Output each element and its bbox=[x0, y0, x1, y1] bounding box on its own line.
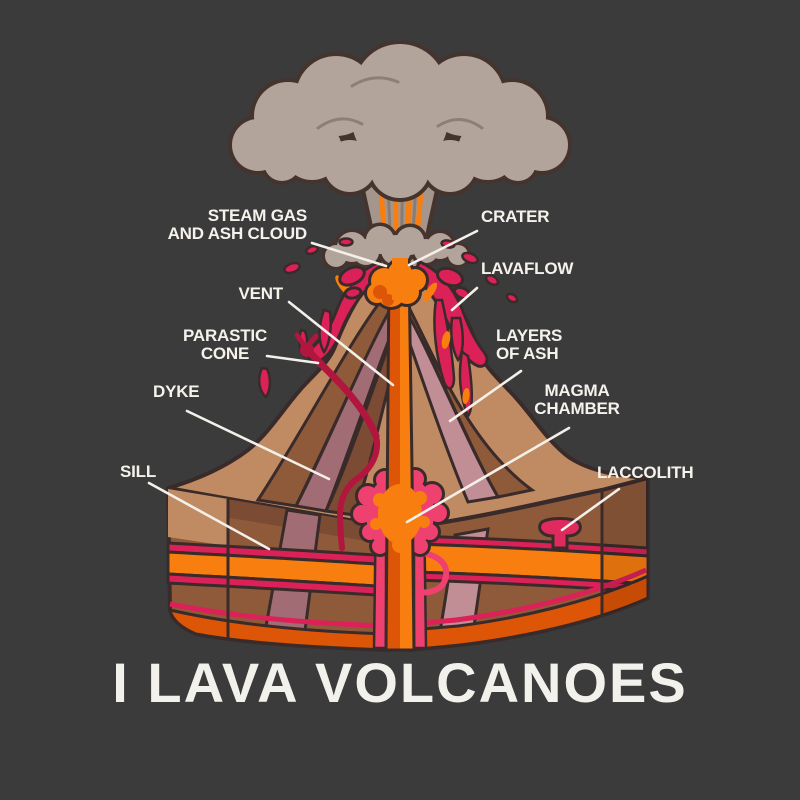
leader-crater bbox=[407, 229, 479, 267]
parasitic-cone bbox=[294, 332, 380, 440]
cloud-detail-lines bbox=[316, 76, 484, 130]
leader-steam-gas-ash-cloud bbox=[310, 241, 388, 268]
cone-band-mauve-right bbox=[394, 297, 501, 504]
label-vent: VENT bbox=[238, 284, 283, 303]
leader-laccolith bbox=[560, 487, 621, 532]
leader-magma-chamber bbox=[405, 426, 571, 524]
label-steam-gas-and-ash-cloud: STEAM GAS AND ASH CLOUD bbox=[167, 206, 308, 244]
base-puff-cloud bbox=[321, 222, 472, 271]
leader-lines bbox=[147, 229, 621, 551]
laccolith-intrusion bbox=[538, 517, 582, 550]
leader-dyke bbox=[185, 409, 331, 481]
leader-lavaflow bbox=[450, 286, 479, 312]
label-parastic-cone: PARASTIC CONE bbox=[182, 326, 268, 364]
label-laccolith: LACCOLITH bbox=[597, 463, 694, 482]
label-lavaflow: LAVAFLOW bbox=[481, 259, 574, 278]
vent-conduit bbox=[384, 266, 416, 652]
underground-left-block bbox=[166, 433, 393, 652]
cone-band-mauve-left bbox=[293, 293, 406, 513]
poster-title: I LAVA VOLCANOES bbox=[112, 651, 688, 714]
lava-splashes bbox=[283, 237, 519, 304]
leader-parastic-cone bbox=[265, 354, 320, 365]
underground-right-block bbox=[407, 476, 650, 652]
ash-cloud bbox=[228, 40, 572, 202]
label-crater: CRATER bbox=[481, 207, 550, 226]
label-dyke: DYKE bbox=[153, 382, 200, 401]
label-sill: SILL bbox=[120, 462, 157, 481]
leader-vent bbox=[287, 300, 395, 387]
crater-eruption bbox=[338, 258, 472, 310]
leader-layers-of-ash bbox=[448, 369, 523, 423]
leader-sill bbox=[147, 481, 271, 551]
magma-chamber-core bbox=[370, 484, 430, 553]
label-layers-of-ash: LAYERS OF ASH bbox=[496, 326, 563, 364]
label-magma-chamber: MAGMA CHAMBER bbox=[534, 381, 620, 419]
